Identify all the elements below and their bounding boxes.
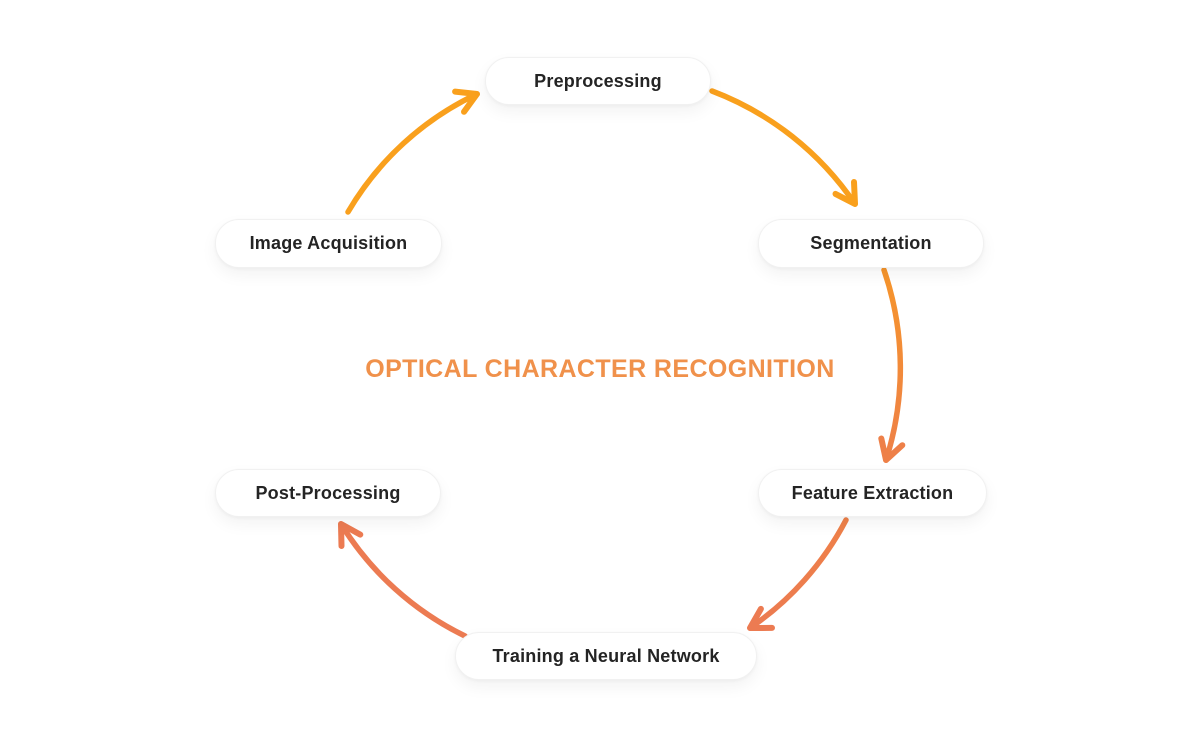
arrowhead-segmentation-to-feature-extraction [878, 435, 906, 463]
node-training-neural-network: Training a Neural Network [455, 632, 757, 680]
node-image-acquisition: Image Acquisition [215, 219, 442, 268]
node-segmentation: Segmentation [758, 219, 984, 268]
diagram-title: OPTICAL CHARACTER RECOGNITION [365, 355, 835, 383]
node-post-processing-label: Post-Processing [255, 482, 401, 503]
arrow-preprocessing-to-segmentation [709, 88, 858, 207]
arrow-image-acquisition-to-preprocessing [345, 91, 480, 215]
node-feature-extraction-label: Feature Extraction [791, 482, 954, 503]
node-training-neural-network-label: Training a Neural Network [492, 645, 720, 666]
arrowhead-training-to-post-processing [338, 521, 364, 549]
node-preprocessing: Preprocessing [485, 57, 711, 105]
arrow-feature-extraction-to-training [747, 517, 849, 631]
arrowhead-preprocessing-to-segmentation [832, 179, 858, 207]
node-feature-extraction: Feature Extraction [758, 469, 987, 517]
node-segmentation-label: Segmentation [810, 233, 932, 253]
node-image-acquisition-label: Image Acquisition [249, 233, 408, 253]
node-post-processing: Post-Processing [215, 469, 441, 517]
node-preprocessing-label: Preprocessing [534, 70, 662, 91]
arrowhead-image-acquisition-to-preprocessing [452, 88, 480, 115]
arrow-training-to-post-processing [338, 521, 468, 639]
arrowhead-feature-extraction-to-training [747, 605, 775, 631]
